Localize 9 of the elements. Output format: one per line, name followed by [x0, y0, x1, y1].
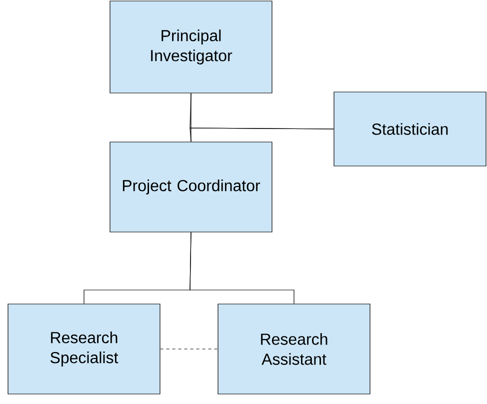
connector-line [190, 128, 334, 142]
connector-line [190, 232, 294, 304]
connector-line [160, 348, 218, 350]
org-box: Project Coordinator [110, 142, 272, 232]
org-box: Research Assistant [218, 304, 370, 394]
org-box: Principal Investigator [110, 0, 272, 94]
connector-line [190, 93, 192, 142]
org-box: Research Specialist [8, 304, 160, 394]
org-box: Statistician [334, 92, 486, 166]
